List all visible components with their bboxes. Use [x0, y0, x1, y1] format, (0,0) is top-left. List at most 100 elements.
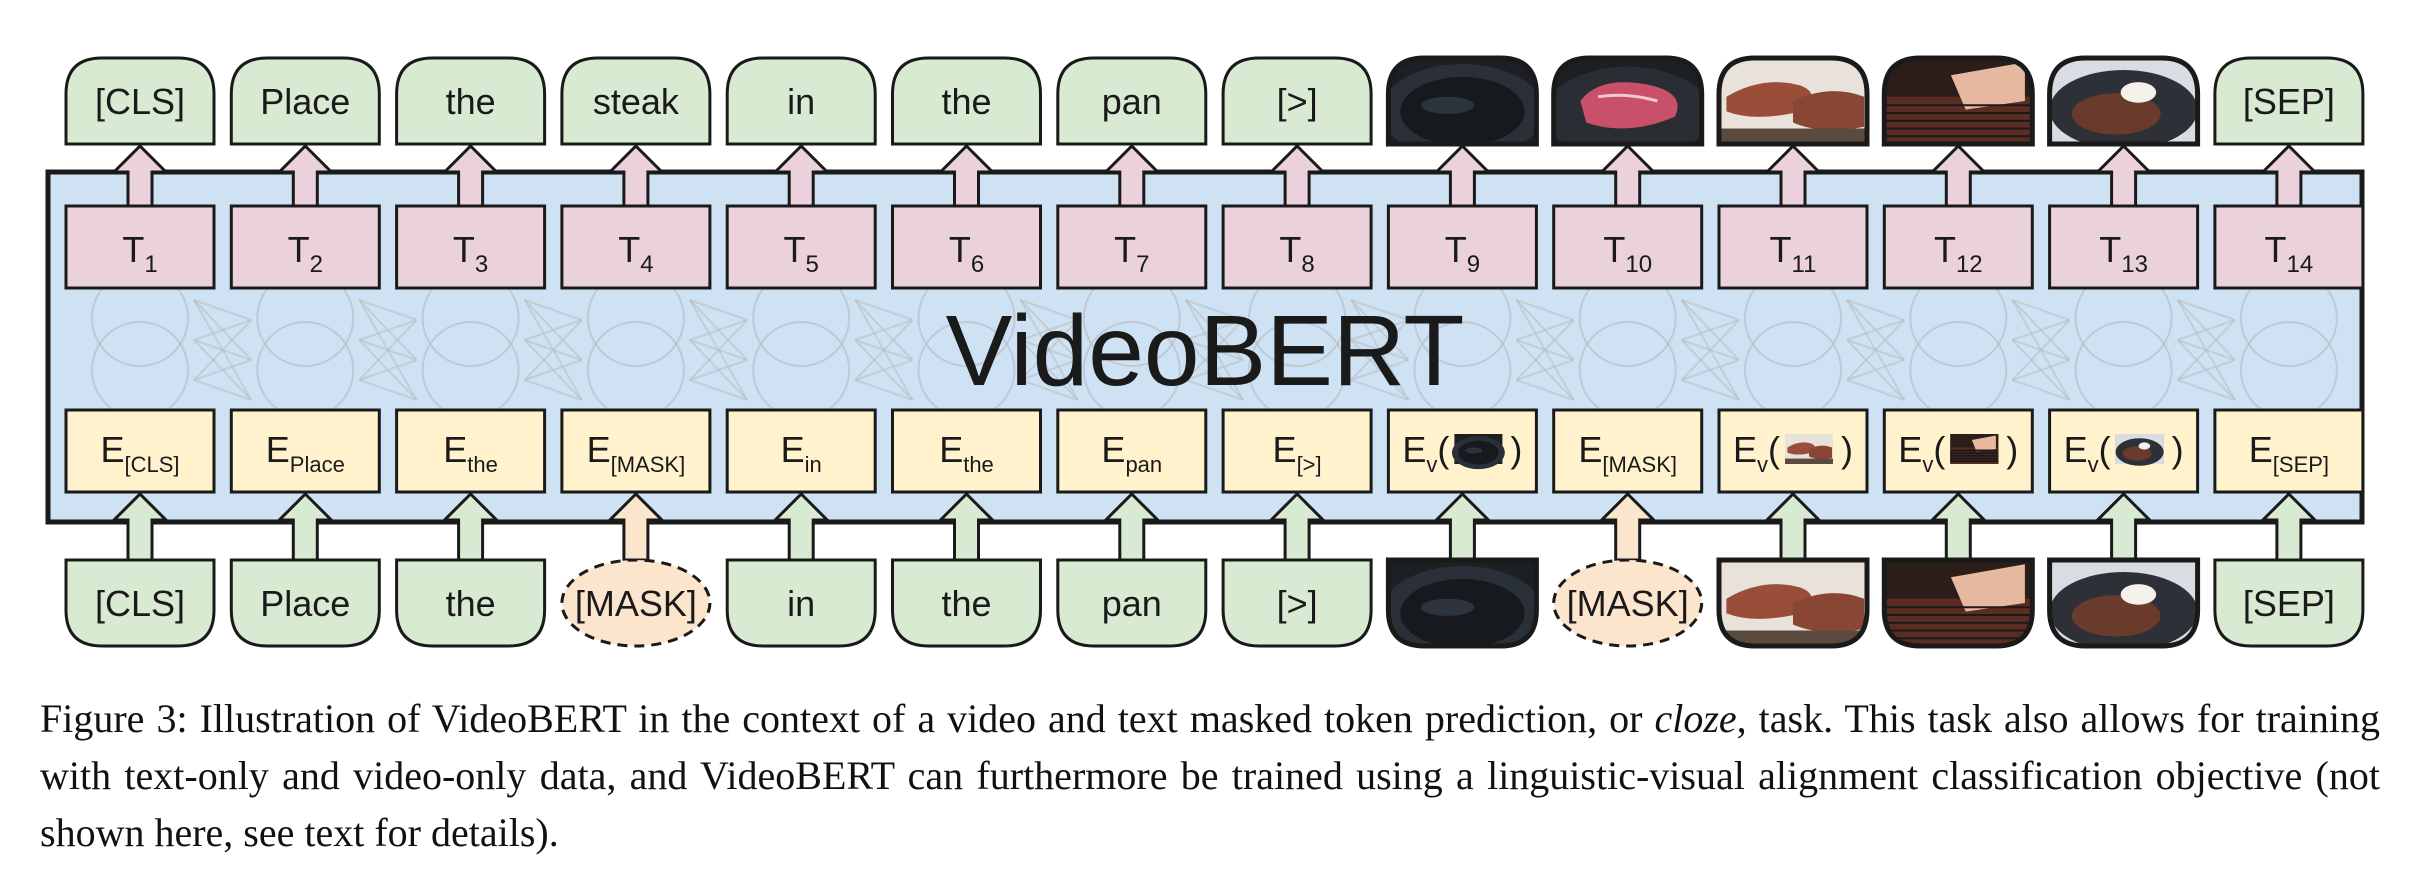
svg-text:T8: T8 [1279, 229, 1314, 278]
output-token-12 [1881, 55, 2035, 147]
t-vector-5: T5 [725, 204, 877, 290]
embedding-frame-thumb [1785, 434, 1833, 464]
svg-text:Ev(: Ev( [1898, 429, 1945, 477]
input-token-7: pan [1056, 558, 1208, 648]
basting-steak-frame [2049, 58, 2198, 144]
svg-text:[SEP]: [SEP] [2243, 583, 2335, 624]
output-token-11 [1716, 55, 1870, 147]
tongs-flipping-frame [1884, 560, 2033, 646]
svg-text:T14: T14 [2265, 229, 2314, 278]
raw-steak-frame [1553, 58, 1702, 144]
svg-text:T1: T1 [122, 229, 157, 278]
svg-text:T2: T2 [288, 229, 323, 278]
svg-text:[>]: [>] [1277, 583, 1318, 624]
output-arrow-2 [275, 143, 335, 208]
svg-text:Place: Place [260, 81, 350, 122]
output-arrow-6 [936, 143, 997, 208]
input-token-13 [2047, 557, 2201, 649]
embedding-12: Ev() [2048, 408, 2200, 494]
model-label: VideoBERT [946, 295, 1465, 407]
output-arrow-10 [1598, 143, 1658, 208]
output-arrow-11 [1763, 143, 1823, 208]
output-token-6: the [891, 56, 1042, 146]
output-token-7: pan [1056, 56, 1208, 146]
svg-text:T9: T9 [1445, 229, 1480, 278]
t-vector-8: T8 [1221, 204, 1373, 290]
embedding-0: E[CLS] [64, 408, 216, 494]
svg-text:): ) [1510, 429, 1522, 470]
t-vector-10: T10 [1552, 204, 1704, 290]
input-token-11 [1716, 557, 1870, 649]
svg-text:E[SEP]: E[SEP] [2249, 429, 2329, 477]
output-arrow-12 [1928, 143, 1988, 208]
embedding-7: E[>] [1221, 408, 1373, 494]
input-token-8: [>] [1221, 558, 1373, 648]
embedding-8: Ev() [1386, 408, 1538, 494]
svg-text:Ethe: Ethe [939, 429, 994, 477]
svg-text:T3: T3 [453, 229, 488, 278]
embedding-13: E[SEP] [2213, 408, 2365, 494]
caption-text-end: , task. This task also allows for traini… [40, 696, 2380, 855]
output-arrow-4 [606, 143, 666, 208]
output-token-4: steak [560, 56, 712, 146]
svg-text:Epan: Epan [1101, 429, 1162, 477]
svg-text:Ev(: Ev( [1733, 429, 1780, 477]
t-vector-7: T7 [1056, 204, 1208, 290]
output-token-10 [1551, 55, 1705, 147]
output-token-13 [2047, 55, 2201, 147]
t-vector-13: T13 [2048, 204, 2200, 290]
t-vector-3: T3 [395, 204, 547, 290]
input-token-1: [CLS] [64, 558, 216, 648]
svg-text:the: the [941, 583, 991, 624]
input-token-4: [MASK] [560, 558, 712, 648]
svg-text:steak: steak [593, 81, 680, 122]
caption-italic-term: cloze [1654, 696, 1737, 741]
input-token-3: the [395, 558, 547, 648]
svg-text:[MASK]: [MASK] [1567, 583, 1689, 624]
svg-text:T12: T12 [1934, 229, 1983, 278]
embedding-5: Ethe [891, 408, 1042, 494]
svg-text:the: the [446, 81, 496, 122]
t-vector-9: T9 [1386, 204, 1538, 290]
arrow-layer [110, 143, 2319, 562]
embedding-3: E[MASK] [560, 408, 712, 494]
t-vector-14: T14 [2213, 204, 2365, 290]
input-token-2: Place [229, 558, 381, 648]
caption-text-start: Figure 3: Illustration of VideoBERT in t… [40, 696, 1655, 741]
output-token-14: [SEP] [2213, 56, 2365, 146]
svg-text:): ) [2172, 429, 2184, 470]
svg-text:T5: T5 [784, 229, 819, 278]
svg-text:Ev(: Ev( [1402, 429, 1449, 477]
svg-text:T4: T4 [618, 229, 653, 278]
output-token-2: Place [229, 56, 381, 146]
svg-text:in: in [787, 81, 815, 122]
input-token-14: [SEP] [2213, 558, 2365, 648]
input-token-10: [MASK] [1552, 558, 1704, 648]
svg-text:Ein: Ein [781, 429, 822, 477]
svg-text:[CLS]: [CLS] [95, 583, 185, 624]
output-arrow-1 [110, 143, 170, 208]
svg-text:Place: Place [260, 583, 350, 624]
input-token-9 [1385, 557, 1539, 649]
svg-text:E[MASK]: E[MASK] [587, 429, 686, 477]
output-arrow-7 [1102, 143, 1162, 208]
output-token-8: [>] [1221, 56, 1373, 146]
svg-text:[SEP]: [SEP] [2243, 81, 2335, 122]
svg-text:in: in [787, 583, 815, 624]
t-vector-11: T11 [1717, 204, 1869, 290]
svg-text:E[CLS]: E[CLS] [100, 429, 179, 477]
output-arrow-13 [2093, 143, 2154, 208]
svg-text:T6: T6 [949, 229, 984, 278]
steaks-in-pan-frame [1719, 560, 1867, 646]
svg-text:the: the [941, 81, 991, 122]
svg-text:T7: T7 [1114, 229, 1149, 278]
svg-text:T13: T13 [2099, 229, 2148, 278]
svg-text:[>]: [>] [1277, 81, 1318, 122]
output-token-5: in [725, 56, 877, 146]
embedding-6: Epan [1056, 408, 1208, 494]
output-token-3: the [395, 56, 547, 146]
svg-text:pan: pan [1102, 81, 1162, 122]
